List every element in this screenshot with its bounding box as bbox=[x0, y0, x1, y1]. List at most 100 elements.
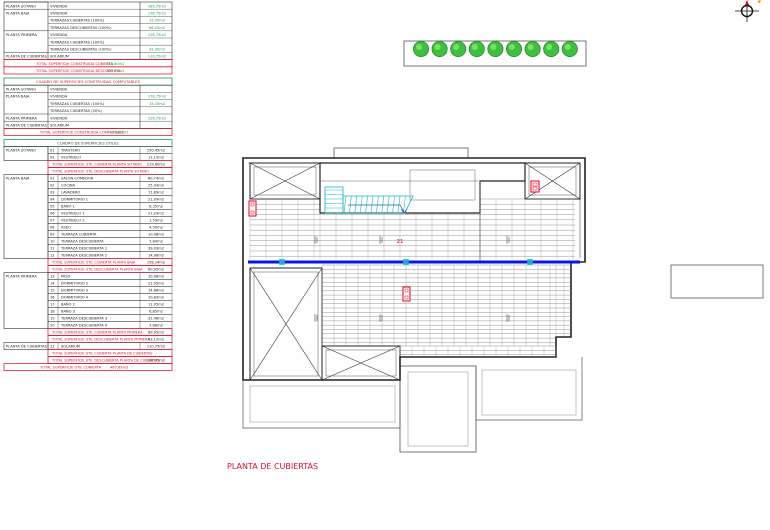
row-value: 11,15m2 bbox=[148, 156, 164, 160]
row-name: BAÑO 3 bbox=[61, 309, 75, 314]
stair-tread bbox=[397, 195, 401, 214]
row-value: 110,75m2 bbox=[148, 55, 166, 59]
row-number: 14 bbox=[50, 282, 55, 286]
row-value: - bbox=[156, 124, 158, 128]
row-value: 39,03m2 bbox=[148, 247, 164, 251]
row-name: COCINA bbox=[61, 184, 76, 188]
staircase bbox=[324, 186, 414, 214]
total-row bbox=[3, 66, 173, 75]
tree-highlight bbox=[471, 44, 478, 50]
compass-flag bbox=[757, 0, 761, 3]
total-label: TOTAL SUPERFICIE ÚTIL CUBIERTA PLANTA SÓ… bbox=[51, 162, 142, 167]
total-value: 209,75m2 bbox=[106, 69, 124, 73]
north-compass-icon[interactable] bbox=[735, 0, 761, 22]
row-name: VIVIENDA bbox=[50, 33, 68, 37]
row-value: 60,74m2 bbox=[148, 177, 164, 181]
row-number: 21 bbox=[50, 345, 55, 349]
row-number: 08 bbox=[50, 226, 55, 230]
row-name: SOLARIUM bbox=[61, 345, 80, 349]
total-row bbox=[3, 128, 173, 136]
stair-tread bbox=[354, 195, 358, 214]
table-title: CUADRO DE SUPERFICIES CONSTRUIDAS COMPUT… bbox=[36, 80, 140, 84]
row-name: VESTÍBULO bbox=[61, 155, 81, 160]
row-name: TERRAZA DESCUBIERTA 4 bbox=[60, 324, 108, 328]
row-value: 185,75m2 bbox=[148, 4, 166, 8]
tree-highlight bbox=[490, 44, 497, 50]
row-name: TERRAZAS CUBIERTAS (100%) bbox=[49, 19, 105, 23]
row-name: DORMITORIO 3 bbox=[61, 289, 88, 293]
section-label: PLANTA SÓTANO bbox=[6, 87, 36, 92]
row-value: 6,85m2 bbox=[149, 310, 163, 314]
row-value: 4,50m2 bbox=[149, 226, 163, 230]
roof-plan: 21 bbox=[242, 40, 587, 453]
row-number: 04 bbox=[50, 198, 55, 202]
row-value: 21,29m2 bbox=[148, 212, 164, 216]
section-mark-left-bar bbox=[250, 210, 255, 215]
plan-caption: PLANTA DE CUBIERTAS bbox=[227, 462, 318, 471]
row-value: 6,35m2 bbox=[149, 205, 163, 209]
tree-highlight bbox=[416, 44, 422, 50]
total-value: - bbox=[155, 352, 157, 356]
total-value: 110,75m2 bbox=[147, 359, 165, 363]
row-number: 19 bbox=[50, 317, 55, 321]
row-value: 31,46m2 bbox=[148, 317, 164, 321]
table-useful-surfaces: CUADRO DE SUPERFICIES ÚTILES PLANTA SÓTAN… bbox=[3, 139, 173, 371]
tree-highlight bbox=[527, 44, 534, 50]
section-mark-center bbox=[402, 286, 411, 302]
row-name: TRASTERO bbox=[60, 149, 80, 153]
row-name: TERRAZA DESCUBIERTA 3 bbox=[60, 317, 107, 321]
row-value: 21,95m2 bbox=[148, 282, 164, 286]
right-wing bbox=[475, 357, 583, 421]
row-name: TERRAZAS CUBIERTAS (50%) bbox=[49, 109, 102, 113]
total-label: TOTAL SUPERFICIE ÚTIL DESCUBIERTA PLANTA… bbox=[51, 358, 160, 363]
section-label: PLANTA DE CUBIERTAS bbox=[6, 345, 48, 349]
section-mark-left-bar bbox=[250, 202, 255, 207]
light-well-left-inner bbox=[253, 271, 319, 377]
light-well-bottom bbox=[321, 345, 401, 381]
row-value: 14,66m2 bbox=[148, 289, 164, 293]
row-name: VESTÍBULO 1 bbox=[61, 211, 85, 216]
row-value: 7,86m2 bbox=[149, 324, 163, 328]
row-number: 13 bbox=[50, 275, 55, 279]
row-name: DORMITORIO 2 bbox=[61, 282, 88, 286]
row-value: 11,95m2 bbox=[148, 303, 164, 307]
row-name: TERRAZAS CUBIERTAS (100%) bbox=[49, 102, 105, 106]
row-name: VIVIENDA bbox=[50, 4, 68, 8]
row-number: 12 bbox=[50, 254, 55, 258]
row-name: SOLARIUM bbox=[50, 124, 69, 128]
grand-total-row bbox=[3, 363, 173, 371]
tree-highlight bbox=[564, 44, 571, 50]
stair-tread bbox=[381, 195, 385, 214]
beam-line bbox=[248, 259, 580, 265]
row-value: 1,53m2 bbox=[149, 219, 163, 223]
row-value: 178,75m2 bbox=[148, 95, 166, 99]
stair-tread bbox=[343, 195, 347, 214]
total-value: 89,95m2 bbox=[148, 331, 164, 335]
tree-highlight bbox=[546, 44, 553, 50]
total-label: TOTAL SUPERFICIE ÚTIL CUBIERTA PLANTA PR… bbox=[51, 330, 143, 335]
table-computable-surfaces: CUADRO DE SUPERFICIES CONSTRUIDAS COMPUT… bbox=[3, 77, 173, 136]
row-value: 126,75m2 bbox=[148, 116, 166, 120]
total-value: 219,60m2 bbox=[147, 163, 165, 167]
row-name: DORMITORIO 4 bbox=[61, 296, 89, 300]
section-label: PLANTA SÓTANO bbox=[6, 3, 36, 8]
stair-tread bbox=[359, 195, 363, 214]
table-title: CUADRO DE SUPERFICIES ÚTILES bbox=[57, 141, 119, 146]
row-name: TERRAZAS DESCUBIERTAS (100%) bbox=[49, 48, 112, 52]
total-value: - bbox=[155, 170, 157, 174]
stair-tread bbox=[392, 195, 395, 214]
section-label: PLANTA SÓTANO bbox=[6, 148, 36, 153]
row-value: 150,45m2 bbox=[147, 149, 165, 153]
total-value: 43,12m2 bbox=[148, 338, 164, 342]
row-value: 15,35m2 bbox=[149, 102, 165, 106]
row-number: 09 bbox=[50, 233, 55, 237]
stair-tread bbox=[386, 195, 390, 214]
center-terrace-inner bbox=[407, 371, 469, 447]
row-value: - bbox=[156, 88, 158, 92]
row-name: VIVIENDA bbox=[50, 88, 68, 92]
section-label: PLANTA DE CUBIERTAS bbox=[6, 55, 48, 59]
section-label: PLANTA BAJA bbox=[6, 12, 30, 16]
light-well-bottom-inner bbox=[325, 349, 397, 377]
